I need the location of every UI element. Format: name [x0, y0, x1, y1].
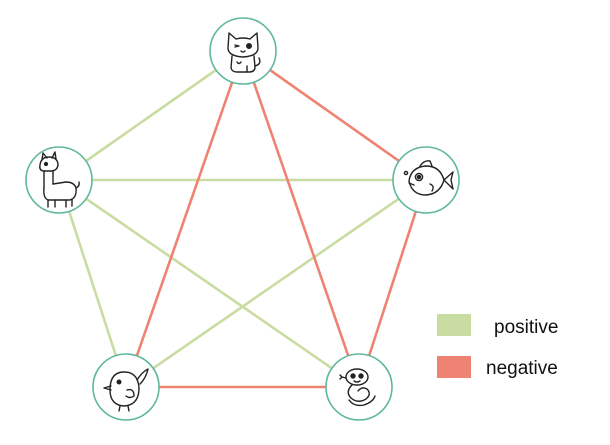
node-circle-bird [92, 353, 160, 421]
legend-swatch-positive [437, 314, 471, 336]
node-circle-cat [209, 17, 277, 85]
alpaca-icon [39, 151, 80, 208]
legend-label-positive: positive [494, 317, 558, 338]
legend-swatch-negative [437, 356, 471, 378]
node-cat [209, 17, 277, 85]
edge-alpaca-snake-positive [58, 178, 360, 389]
legend: positive negative [437, 314, 558, 379]
edges-layer [57, 49, 428, 389]
edge-fish-snake-negative [357, 179, 428, 388]
snake-icon [339, 368, 376, 407]
node-bird [92, 353, 160, 421]
legend-label-negative: negative [486, 358, 558, 379]
node-alpaca [25, 146, 93, 214]
cat-icon [227, 32, 261, 73]
bird-icon [103, 368, 149, 412]
edge-cat-bird-negative [124, 50, 245, 388]
edge-cat-snake-negative [241, 50, 361, 388]
node-fish [392, 146, 460, 214]
node-circle-fish [392, 146, 460, 214]
edge-alpaca-bird-positive [57, 179, 128, 388]
edge-cat-alpaca-positive [58, 49, 244, 182]
fish-icon [403, 160, 454, 196]
node-snake [325, 353, 393, 421]
node-circle-alpaca [25, 146, 93, 214]
edge-cat-fish-negative [242, 49, 427, 182]
edge-fish-bird-positive [125, 178, 427, 389]
node-circle-snake [325, 353, 393, 421]
